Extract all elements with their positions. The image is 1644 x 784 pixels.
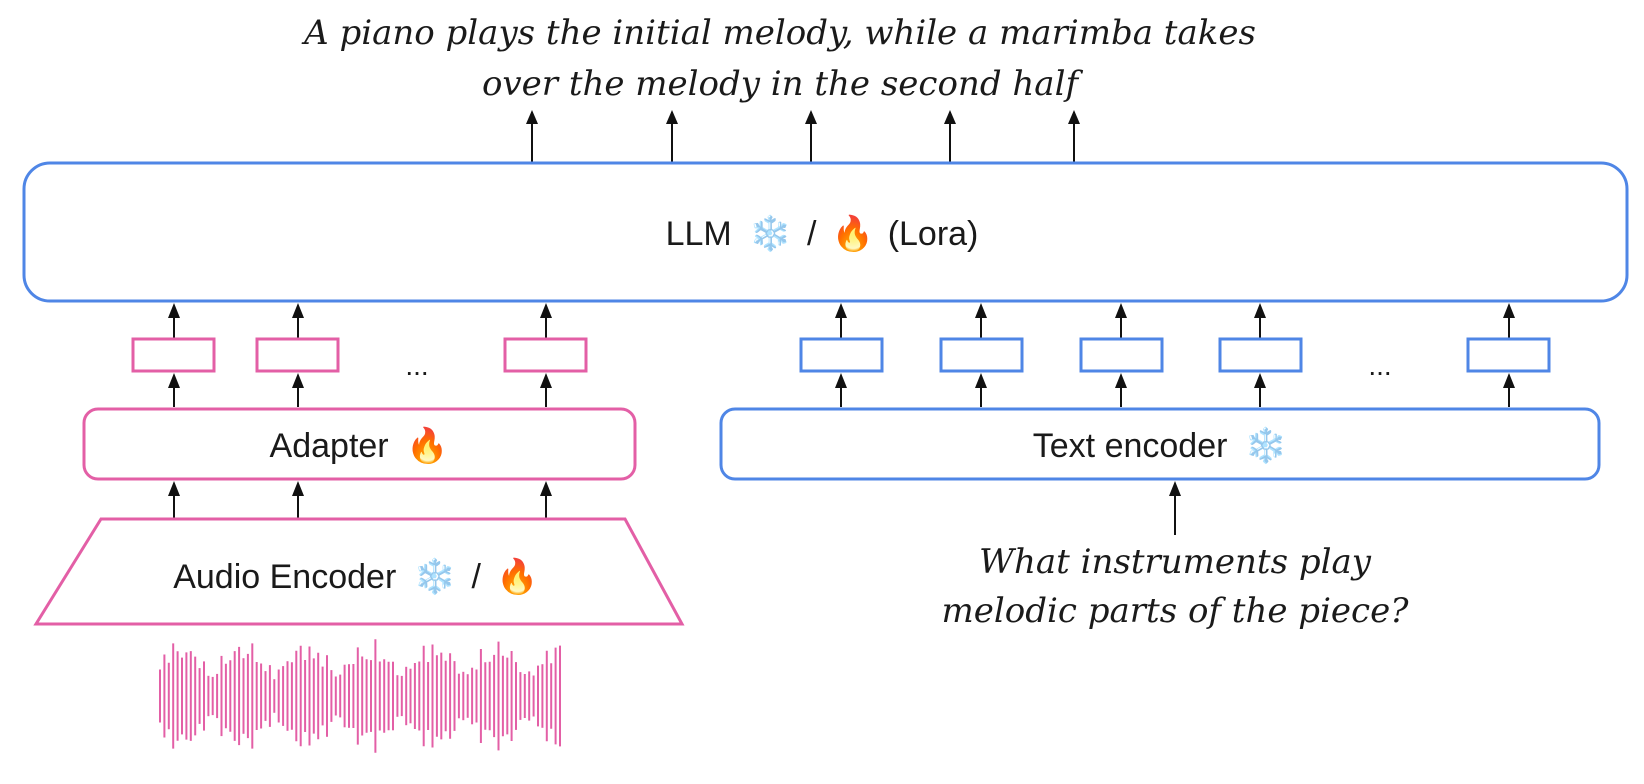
input-text-line-1: What instruments play [979, 542, 1372, 582]
text-tokens-ellipsis: ... [1368, 350, 1391, 381]
audio-encoder-name: Audio Encoder [173, 558, 396, 596]
llm-name: LLM [666, 215, 732, 253]
llm-label: LLM ❄️ / 🔥 (Lora) [666, 214, 979, 253]
text-encoder-label: Text encoder ❄️ [1033, 426, 1287, 465]
text-token [1079, 337, 1164, 373]
adapter-label: Adapter 🔥 [270, 426, 449, 465]
waveform-icon [159, 639, 561, 753]
audio-tokens-ellipsis: ... [405, 350, 428, 381]
snowflake-icon: ❄️ [414, 557, 456, 596]
audio-tokens [131, 337, 588, 373]
text-tokens [799, 337, 1551, 373]
adapter-name: Adapter [270, 427, 389, 465]
adapter-box [82, 407, 637, 481]
audio-encoder-box [33, 517, 685, 626]
fire-icon: 🔥 [832, 214, 874, 253]
llm-suffix: (Lora) [888, 215, 979, 253]
output-arrows [531, 112, 1075, 162]
audio-token [503, 337, 588, 373]
audio-token [131, 337, 216, 373]
llm-box [22, 161, 1629, 303]
output-text-line-1: A piano plays the initial melody, while … [301, 13, 1256, 53]
snowflake-icon: ❄️ [1245, 426, 1287, 465]
fire-icon: 🔥 [496, 557, 538, 596]
fire-icon: 🔥 [406, 426, 448, 465]
snowflake-icon: ❄️ [749, 214, 791, 253]
llm-separator: / [807, 215, 817, 253]
audio-encoder-separator: / [472, 558, 482, 596]
text-encoder-box [719, 407, 1601, 481]
input-text-line-2: melodic parts of the piece? [942, 591, 1410, 631]
text-encoder-name: Text encoder [1033, 427, 1228, 465]
text-token [1466, 337, 1551, 373]
output-text-line-2: over the melody in the second half [482, 64, 1083, 104]
text-token [799, 337, 884, 373]
audio-encoder-label: Audio Encoder ❄️ / 🔥 [173, 557, 539, 596]
audio-token [255, 337, 340, 373]
text-token [1218, 337, 1303, 373]
text-token [939, 337, 1024, 373]
